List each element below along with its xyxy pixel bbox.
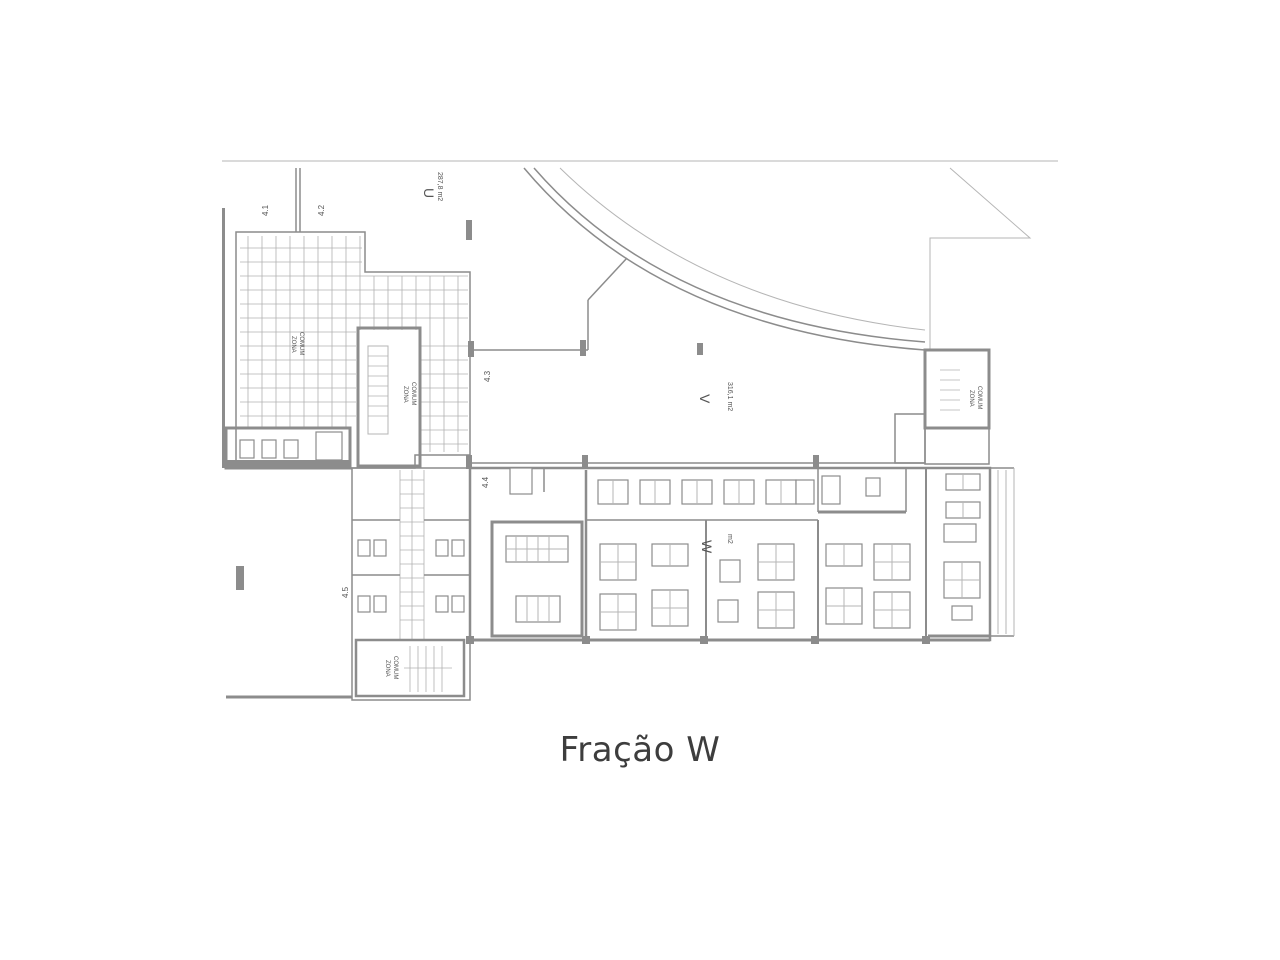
unit-v-letter: V bbox=[697, 394, 713, 404]
unit-v-area bbox=[466, 220, 991, 469]
unit-w-label: W m2 bbox=[699, 534, 733, 554]
access-label-4-4: 4.4 bbox=[481, 476, 490, 488]
access-label-4-2: 4.2 bbox=[317, 204, 326, 216]
access-label-4-1: 4.1 bbox=[261, 204, 270, 216]
common-zone-upper-left bbox=[222, 168, 471, 470]
unit-w-offices bbox=[466, 466, 1015, 644]
desk-column-right bbox=[928, 473, 990, 638]
access-label-4-5: 4.5 bbox=[341, 586, 350, 598]
unit-v-label: V 316,1 m2 bbox=[697, 382, 733, 411]
svg-text:COMUM: COMUM bbox=[298, 332, 304, 355]
unit-u-label: U 287,8 m2 bbox=[421, 172, 443, 201]
unit-u-letter: U bbox=[421, 188, 437, 198]
corridor-and-toilets bbox=[226, 467, 471, 701]
svg-text:COMUM: COMUM bbox=[410, 382, 416, 405]
unit-w-letter: W bbox=[699, 540, 715, 554]
svg-text:ZONA: ZONA bbox=[384, 660, 390, 677]
svg-text:COMUM: COMUM bbox=[392, 656, 398, 679]
common-zone-label-3: ZONA COMUM bbox=[968, 386, 982, 409]
common-zone-label-1: ZONA COMUM bbox=[290, 332, 304, 355]
common-zone-label-2: ZONA COMUM bbox=[402, 382, 416, 405]
access-label-4-3: 4.3 bbox=[483, 370, 492, 382]
common-zone-label-4: ZONA COMUM bbox=[384, 656, 398, 679]
svg-text:COMUM: COMUM bbox=[976, 386, 982, 409]
svg-text:ZONA: ZONA bbox=[402, 386, 408, 403]
unit-u-area: 287,8 m2 bbox=[436, 172, 443, 201]
unit-v-area: 316,1 m2 bbox=[726, 382, 733, 411]
svg-text:ZONA: ZONA bbox=[290, 336, 296, 353]
svg-text:ZONA: ZONA bbox=[968, 390, 974, 407]
desk-clusters bbox=[599, 543, 911, 631]
curved-facade bbox=[523, 167, 1032, 351]
desk-row-top bbox=[597, 479, 815, 505]
unit-w-area: m2 bbox=[726, 534, 733, 544]
plan-caption: Fração W bbox=[559, 730, 721, 770]
